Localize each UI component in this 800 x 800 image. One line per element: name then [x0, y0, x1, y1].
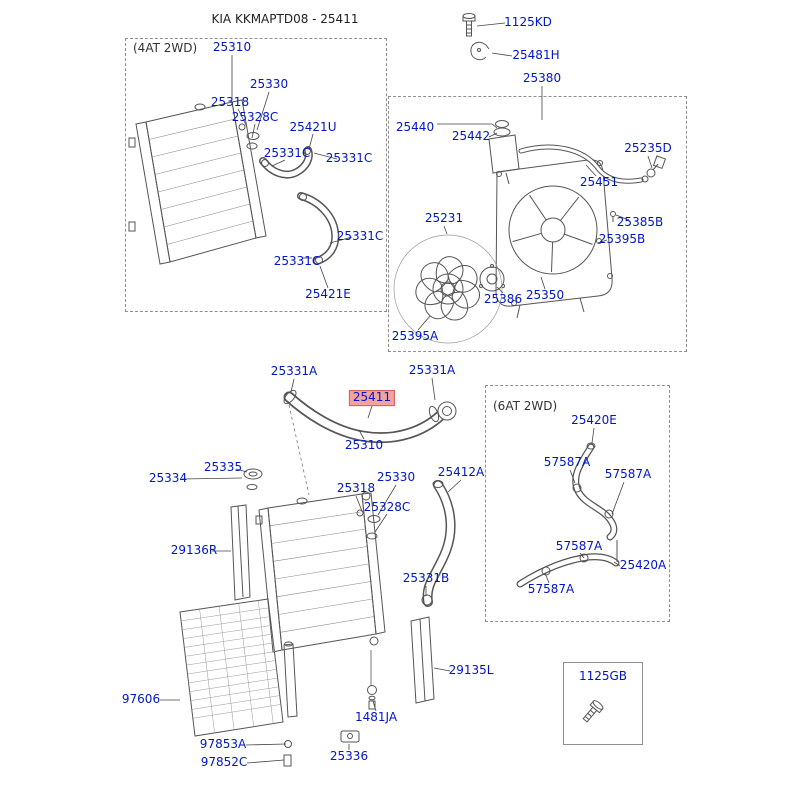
part-label-29136R[interactable]: 29136R: [170, 543, 218, 558]
fan-impeller-art: [393, 234, 503, 344]
6at-hoses-art: [516, 442, 620, 588]
part-label-25420A[interactable]: 25420A: [619, 558, 667, 573]
group-box-6at: [485, 385, 670, 622]
part-label-25411-highlighted[interactable]: 25411: [348, 390, 396, 406]
part-label-25330[interactable]: 25330: [376, 470, 416, 485]
part-label-25451[interactable]: 25451: [579, 175, 619, 190]
part-label-25331C[interactable]: 25331C: [273, 254, 321, 269]
part-label-25235D[interactable]: 25235D: [624, 141, 672, 156]
part-label-25318[interactable]: 25318: [210, 95, 250, 110]
part-label-1125GB[interactable]: 1125GB: [578, 669, 628, 684]
group-label-6at: (6AT 2WD): [493, 399, 558, 413]
part-label-97853A[interactable]: 97853A: [199, 737, 247, 752]
part-label-25350[interactable]: 25350: [525, 288, 565, 303]
part-label-25331C[interactable]: 25331C: [325, 151, 373, 166]
part-label-25331C[interactable]: 25331C: [336, 229, 384, 244]
hoses-4at-art: [238, 123, 340, 265]
main-radiator-art: [243, 468, 386, 743]
part-label-25231[interactable]: 25231: [424, 211, 464, 226]
part-label-25395A[interactable]: 25395A: [391, 329, 439, 344]
seal-29135L-art: [410, 616, 435, 704]
part-label-25442[interactable]: 25442: [451, 129, 491, 144]
bolt-1125kd-icon: [462, 13, 476, 37]
part-label-25440[interactable]: 25440: [395, 120, 435, 135]
part-label-1481JA[interactable]: 1481JA: [354, 710, 398, 725]
part-label-97852C[interactable]: 97852C: [200, 755, 248, 770]
leader-lines: [160, 22, 653, 764]
part-label-57587A[interactable]: 57587A: [543, 455, 591, 470]
part-label-57587A[interactable]: 57587A: [604, 467, 652, 482]
part-label-25310[interactable]: 25310: [212, 40, 252, 55]
group-label-4at: (4AT 2WD): [133, 41, 198, 55]
part-label-29135L[interactable]: 29135L: [448, 663, 494, 678]
reservoir-hose-art: [518, 144, 649, 184]
part-label-25318[interactable]: 25318: [336, 481, 376, 496]
part-label-25328C[interactable]: 25328C: [363, 500, 411, 515]
part-label-25331B[interactable]: 25331B: [402, 571, 450, 586]
clip-25481h-icon: [470, 41, 490, 61]
part-label-25310[interactable]: 25310: [344, 438, 384, 453]
part-label-57587A[interactable]: 57587A: [555, 539, 603, 554]
part-label-25331C[interactable]: 25331C: [263, 146, 311, 161]
part-label-1125KD[interactable]: 1125KD: [504, 15, 552, 30]
part-label-25330[interactable]: 25330: [249, 77, 289, 92]
bracket-29136R-art: [230, 504, 251, 601]
part-label-25328C[interactable]: 25328C: [231, 110, 279, 125]
page-title: KIA KKMAPTD08 - 25411: [211, 12, 359, 26]
part-label-57587A[interactable]: 57587A: [527, 582, 575, 597]
part-label-25481H[interactable]: 25481H: [512, 48, 560, 63]
radiator-4at-art: [128, 99, 267, 265]
part-label-97606[interactable]: 97606: [121, 692, 161, 707]
fan-shroud-art: [479, 120, 667, 319]
part-label-25331A[interactable]: 25331A: [408, 363, 456, 378]
part-label-25420E[interactable]: 25420E: [571, 413, 617, 428]
part-label-25334[interactable]: 25334: [148, 471, 188, 486]
part-label-25421U[interactable]: 25421U: [289, 120, 337, 135]
part-label-25412A[interactable]: 25412A: [437, 465, 485, 480]
part-label-25380[interactable]: 25380: [522, 71, 562, 86]
part-label-25421E[interactable]: 25421E: [305, 287, 351, 302]
part-label-25395B[interactable]: 25395B: [598, 232, 646, 247]
part-label-25336[interactable]: 25336: [329, 749, 369, 764]
part-label-25335[interactable]: 25335: [203, 460, 243, 475]
condenser-art: [179, 598, 298, 767]
part-label-25385B[interactable]: 25385B: [616, 215, 664, 230]
group-box-4at: [125, 38, 387, 312]
group-box-fan-assembly: [388, 96, 687, 352]
lower-hose-art: [421, 480, 456, 607]
part-label-25331A[interactable]: 25331A: [270, 364, 318, 379]
part-label-25386[interactable]: 25386: [483, 292, 523, 307]
group-box-1125gb: [563, 662, 643, 745]
